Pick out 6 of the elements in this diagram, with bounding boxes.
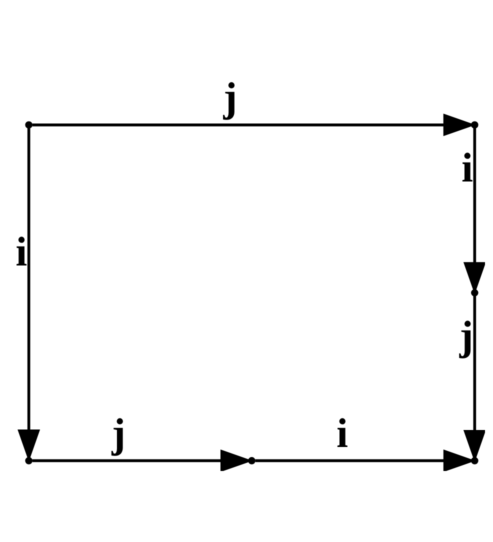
edge-label: i (336, 409, 348, 456)
edge-label: j (460, 312, 474, 358)
edge-label: j (112, 409, 126, 456)
edge-label: j (223, 73, 238, 120)
edge-label: i (461, 144, 473, 190)
edge-label: i (16, 228, 28, 274)
